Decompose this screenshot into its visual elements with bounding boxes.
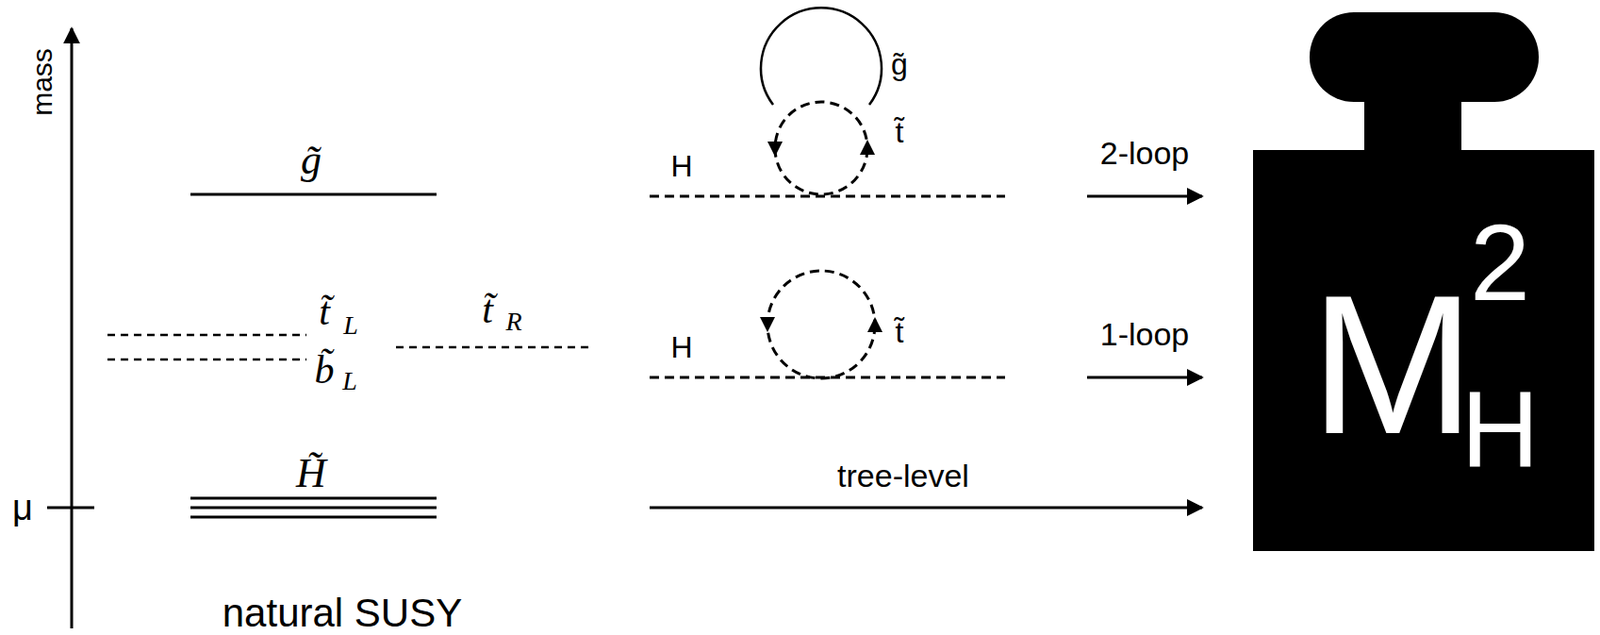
higgs-label: H (670, 150, 693, 182)
subscript: R (505, 308, 522, 335)
gluino-level (190, 193, 437, 197)
stop-left-level (107, 333, 307, 337)
particle-label: b̃ (314, 349, 335, 390)
one-loop-arrow (1087, 376, 1203, 380)
particle-label: g̃ (300, 139, 322, 182)
particle-label: t̃ (318, 291, 330, 331)
particle-label: t̃ (481, 289, 494, 330)
weight-neck (1364, 87, 1462, 154)
higgsino-level (190, 506, 437, 510)
order-label: 1-loop (1100, 317, 1190, 350)
subscript: L (343, 312, 359, 339)
higgsino-level (190, 515, 437, 519)
stop-right-level (395, 346, 593, 349)
stop-loop (767, 270, 875, 379)
diagram-caption: natural SUSY (222, 593, 462, 633)
loop-arrow (867, 316, 883, 332)
gluino-label: g̃ (890, 49, 908, 80)
tree-level-arrow (649, 506, 1203, 510)
axis-tick-label: μ (12, 489, 33, 526)
subscript: H (1460, 375, 1539, 484)
stop-loop (775, 101, 868, 195)
order-label: tree-level (837, 459, 970, 492)
superscript: 2 (1469, 208, 1531, 317)
higgs-label: H (670, 331, 693, 363)
mu-tick (47, 506, 95, 510)
weight-shape: M2H (1253, 12, 1595, 551)
mass-axis (70, 28, 74, 628)
loop-arrow (767, 141, 783, 157)
two-loop-arrow (1087, 195, 1203, 198)
gluino-loop (760, 7, 882, 105)
loop-arrow (759, 316, 776, 332)
order-label: 2-loop (1100, 136, 1190, 169)
stop-label: t̃ (895, 316, 905, 347)
particle-label: H̃ (296, 452, 327, 495)
sbottom-left-level (107, 358, 307, 362)
loop-arrow (859, 139, 875, 155)
higgsino-level (190, 496, 437, 500)
weight-body (1253, 149, 1595, 551)
symbol-text: M (1310, 265, 1476, 464)
axis-label: mass (28, 48, 57, 116)
subscript: L (342, 367, 358, 395)
stop-label: t̃ (895, 116, 905, 148)
